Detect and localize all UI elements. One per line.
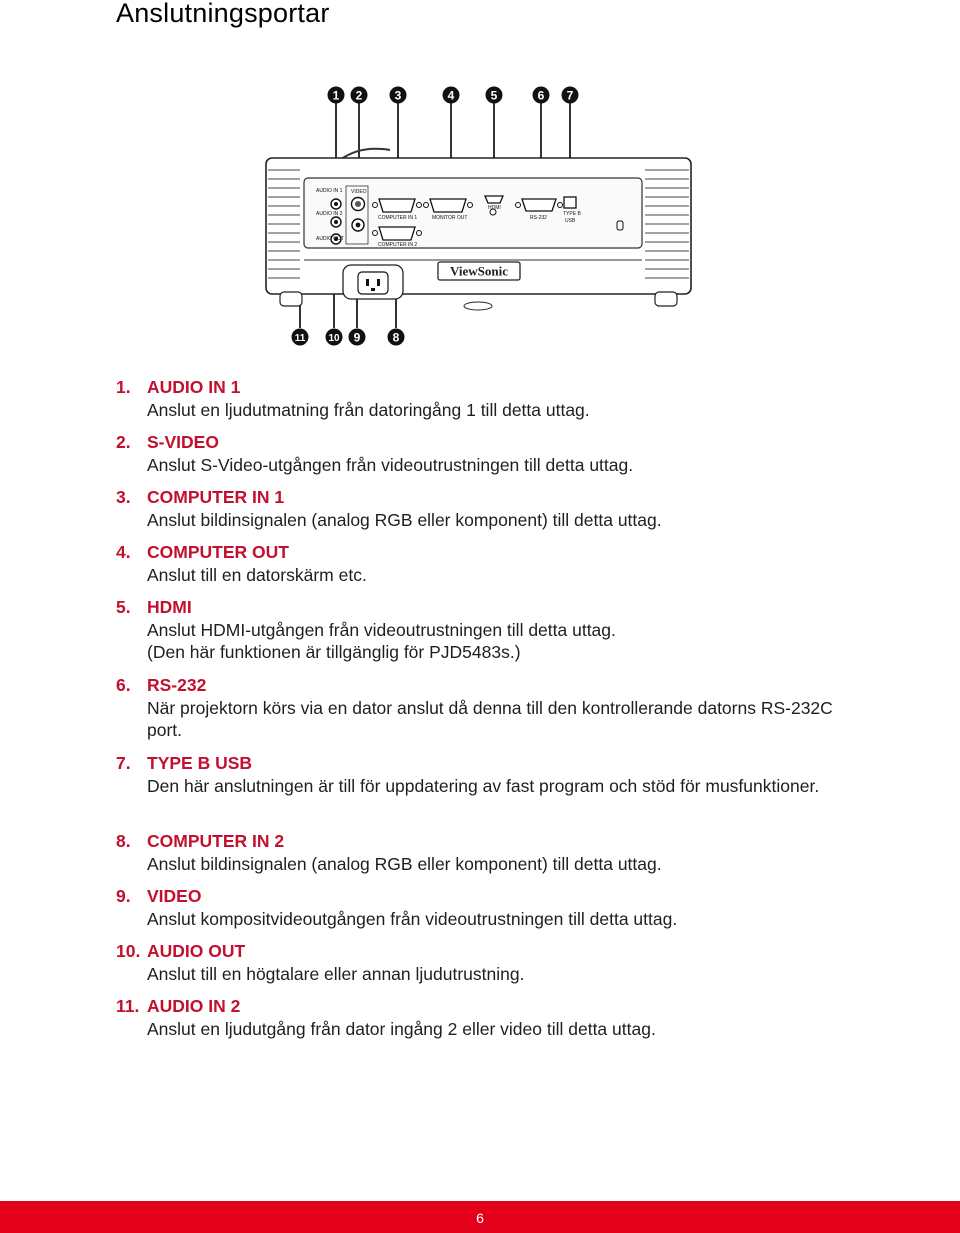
callout-3: 3 — [389, 86, 407, 104]
item-description: Anslut S-Video-utgången från videoutrust… — [147, 454, 634, 475]
item-title: RS-232 — [147, 675, 207, 695]
item-note: (Den här funktionen är tillgänglig för P… — [147, 642, 521, 662]
item-description: Anslut HDMI-utgången från videoutrustnin… — [147, 619, 616, 640]
audio-in1-label: AUDIO IN 1 — [316, 188, 343, 194]
callout-1: 1 — [327, 86, 345, 104]
callout-4: 4 — [442, 86, 460, 104]
item-description: Anslut kompositvideoutgången från videou… — [147, 908, 678, 929]
logo-plate — [437, 261, 521, 281]
svg-text:11: 11 — [295, 333, 306, 344]
vent-left — [268, 169, 300, 279]
type-b-label: TYPE B — [563, 211, 581, 217]
usb-label: USB — [565, 218, 576, 224]
item-number: 9. — [116, 886, 131, 906]
item-description: Anslut bildinsignalen (analog RGB eller … — [147, 509, 662, 530]
item-title: S-VIDEO — [147, 432, 219, 452]
callouts-top: 1 2 3 4 5 6 7 — [327, 86, 579, 104]
item-description: Anslut till en högtalare eller annan lju… — [147, 963, 525, 984]
svg-text:6: 6 — [538, 89, 545, 103]
svg-text:8: 8 — [393, 331, 400, 345]
svg-text:5: 5 — [491, 89, 498, 103]
callout-7: 7 — [561, 86, 579, 104]
svg-text:3: 3 — [395, 89, 402, 103]
item-title: TYPE B USB — [147, 753, 253, 773]
rs232-label: RS-232 — [530, 215, 547, 221]
item-description: Anslut bildinsignalen (analog RGB eller … — [147, 853, 662, 874]
item-description: Anslut till en datorskärm etc. — [147, 564, 367, 585]
item-number: 3. — [116, 487, 131, 507]
item-title: COMPUTER IN 1 — [147, 487, 285, 507]
item-number: 1. — [116, 377, 131, 397]
item-title: AUDIO IN 2 — [147, 996, 241, 1016]
item-number: 7. — [116, 753, 131, 773]
item-number: 5. — [116, 597, 131, 617]
item-title: COMPUTER IN 2 — [147, 831, 285, 851]
item-number: 10. — [116, 941, 141, 961]
callout-2: 2 — [350, 86, 368, 104]
item-number: 6. — [116, 675, 131, 695]
callout-11: 11 — [291, 328, 309, 346]
item-title: HDMI — [147, 597, 192, 617]
footer-bar: 6 — [0, 1201, 960, 1233]
projector-rear-diagram: AUDIO IN 1 AUDIO IN 2 AUDIO OUT VIDEO CO… — [265, 86, 692, 346]
page-number: 6 — [476, 1210, 484, 1226]
item-title: COMPUTER OUT — [147, 542, 289, 562]
item-number: 4. — [116, 542, 131, 562]
svg-text:10: 10 — [328, 333, 340, 344]
callout-8: 8 — [387, 328, 405, 346]
svg-text:9: 9 — [354, 331, 361, 345]
callout-9: 9 — [348, 328, 366, 346]
item-title: VIDEO — [147, 886, 202, 906]
callout-10: 10 — [325, 328, 343, 346]
item-description: Den här anslutningen är till för uppdate… — [147, 775, 820, 796]
item-number: 11. — [116, 996, 140, 1016]
viewsonic-logo: ViewSonic — [450, 264, 508, 279]
callout-6: 6 — [532, 86, 550, 104]
item-title: AUDIO IN 1 — [147, 377, 241, 397]
svg-text:7: 7 — [567, 89, 574, 103]
callout-5: 5 — [485, 86, 503, 104]
video-label: VIDEO — [351, 189, 367, 195]
svg-text:4: 4 — [448, 89, 455, 103]
hdmi-label: HDMI — [488, 205, 501, 211]
audio-in2-label: AUDIO IN 2 — [316, 211, 343, 217]
item-number: 8. — [116, 831, 131, 851]
callouts-bottom: 11 10 9 8 — [291, 328, 405, 346]
item-title: AUDIO OUT — [147, 941, 246, 961]
item-description: Anslut en ljudutmatning från datoringång… — [147, 399, 590, 420]
page-title: Anslutningsportar — [116, 0, 330, 28]
projector-body: AUDIO IN 1 AUDIO IN 2 AUDIO OUT VIDEO CO… — [265, 147, 692, 311]
item-number: 2. — [116, 432, 131, 452]
computer-in1-label: COMPUTER IN 1 — [378, 215, 417, 221]
monitor-out-label: MONITOR OUT — [432, 215, 467, 221]
vent-right — [645, 169, 689, 279]
computer-in2-label: COMPUTER IN 2 — [378, 242, 417, 248]
item-description: När projektorn körs via en dator anslut … — [147, 697, 833, 741]
svg-text:1: 1 — [333, 89, 340, 103]
audio-out-label: AUDIO OUT — [316, 236, 344, 242]
item-description: Anslut en ljudutgång från dator ingång 2… — [147, 1018, 656, 1039]
svg-text:2: 2 — [356, 89, 363, 103]
